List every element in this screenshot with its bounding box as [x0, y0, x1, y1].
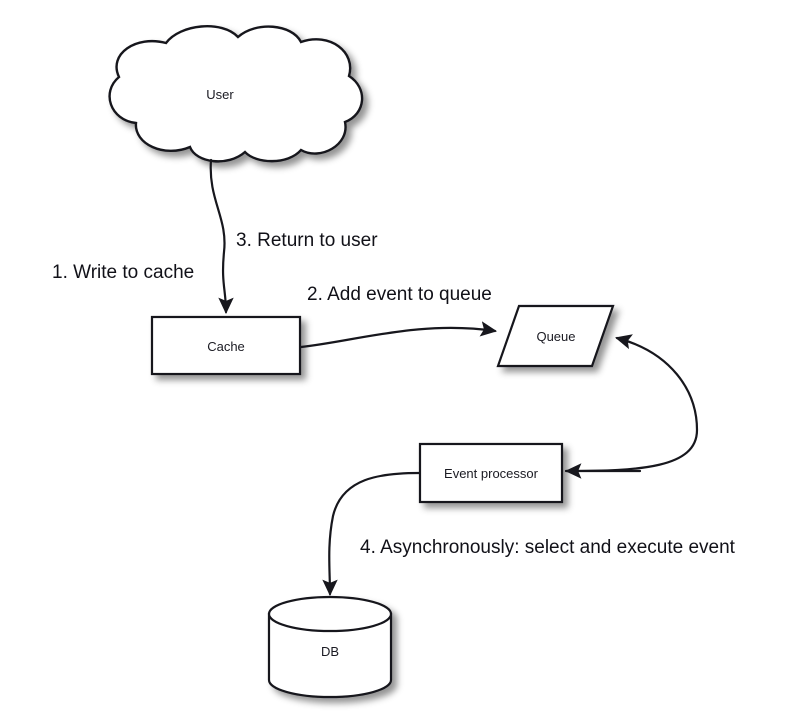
db-top [267, 595, 393, 633]
node-queue-label: Queue [536, 329, 575, 344]
edge-event-processor-to-db [322, 471, 421, 597]
node-event-processor-label: Event processor [444, 466, 539, 481]
node-cache-label: Cache [207, 339, 245, 354]
node-db-label: DB [321, 644, 339, 659]
cloud-shape [108, 25, 364, 163]
node-cache[interactable]: Cache [150, 315, 302, 376]
edge-label-step-4: 4. Asynchronously: select and execute ev… [360, 537, 736, 558]
node-db[interactable]: DB [267, 595, 393, 699]
edge-cache-to-queue [299, 321, 498, 349]
edge-label-step-3: 3. Return to user [236, 230, 378, 251]
edge-label-step-1: 1. Write to cache [52, 262, 194, 283]
cache-shape [150, 315, 302, 376]
edge-label-step-2: 2. Add event to queue [307, 284, 492, 305]
node-user-label: User [206, 87, 234, 102]
edge-user-to-cache [209, 158, 234, 315]
edge-event-processor-to-queue [564, 334, 699, 473]
node-user[interactable]: User [108, 25, 364, 163]
queue-shape [496, 304, 615, 368]
node-queue[interactable]: Queue [496, 304, 615, 368]
node-event-processor[interactable]: Event processor [418, 442, 564, 504]
db-body [267, 612, 393, 699]
